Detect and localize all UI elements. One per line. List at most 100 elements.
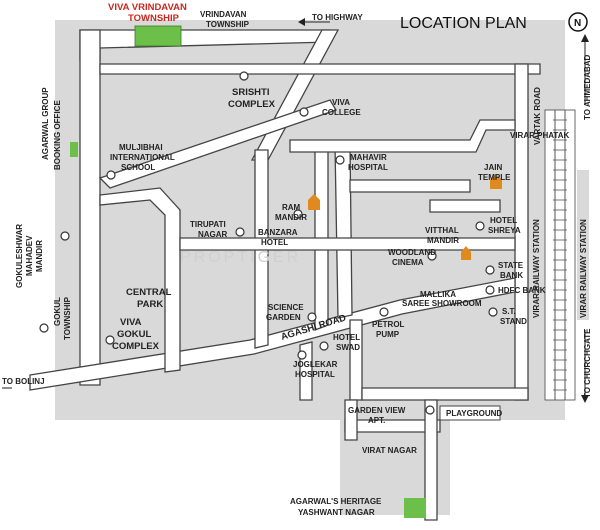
- mid-cross-road: [179, 237, 516, 251]
- label-swad-1: HOTEL: [333, 333, 360, 342]
- label-muljibhai-2: INTERNATIONAL: [110, 153, 175, 162]
- label-ram-mandir-2: MANDIR: [275, 213, 307, 222]
- label-ram-mandir-1: RAM: [282, 203, 301, 212]
- label-joglekar-2: HOSPITAL: [295, 370, 335, 379]
- label-petrol-1: PETROL: [372, 320, 405, 329]
- pin-st-stand: [488, 307, 498, 317]
- pin-mahavir: [335, 155, 345, 165]
- label-petrol-2: PUMP: [376, 330, 400, 339]
- garden-view-road: [344, 399, 358, 441]
- watermark: PROPTIGER: [180, 249, 301, 266]
- label-gokuleshwar-3: MANDIR: [35, 240, 44, 272]
- label-state-bank-2: BANK: [500, 271, 523, 280]
- label-mallika-1: MALLIKA: [420, 290, 456, 299]
- label-srishti-1: SRISHTI: [232, 87, 269, 98]
- direction-markers: TO HIGHWAY TO AHMEDABAD TO CHURCHGATE TO…: [2, 13, 592, 403]
- pin-muljibhai: [106, 170, 116, 180]
- label-viva-college-1: VIVA: [332, 98, 350, 107]
- diagonal-road: [98, 99, 337, 189]
- south-road-a: [349, 319, 363, 401]
- label-tirupati-1: TIRUPATI: [190, 220, 226, 229]
- station-label-west: VIRAR RAILWAY STATION: [532, 219, 541, 318]
- upper-cross-road: [99, 63, 541, 75]
- label-garden-view-1: GARDEN VIEW: [348, 406, 406, 415]
- railway-corridor: [544, 109, 576, 401]
- label-to-bolinj: TO BOLINJ: [2, 377, 45, 386]
- pin-science-garden: [307, 312, 317, 322]
- label-banzara-1: BANZARA: [258, 228, 298, 237]
- label-agarwal-booking-1: AGARWAL GROUP: [41, 87, 50, 160]
- label-viva-gokul-3: COMPLEX: [112, 341, 160, 352]
- label-to-churchgate: TO CHURCHGATE: [583, 328, 592, 398]
- upper-right-road: [289, 119, 516, 153]
- label-agarwal-booking-2: BOOKING OFFICE: [53, 100, 62, 170]
- label-st-stand-1: S.T.: [502, 307, 516, 316]
- label-virat-nagar: VIRAT NAGAR: [362, 446, 417, 455]
- project-site-marker: [134, 25, 182, 47]
- pin-petrol: [379, 307, 389, 317]
- central-park-road: [99, 187, 181, 373]
- label-tirupati-2: NAGAR: [198, 230, 228, 239]
- label-hotel-shreya-2: SHREYA: [488, 226, 521, 235]
- jain-temple-icon: [490, 174, 502, 189]
- label-vrindavan-1: VRINDAVAN: [200, 10, 247, 19]
- railway: VIRAR RAILWAY STATION VIRAR RAILWAY STAT…: [530, 109, 589, 401]
- label-st-stand-2: STAND: [500, 317, 527, 326]
- label-state-bank-1: STATE: [498, 261, 524, 270]
- south-cross-road: [361, 387, 529, 401]
- pin-gokul-township: [39, 323, 49, 333]
- ram-mandir-temple-icon: [308, 194, 320, 210]
- road-label-virar-phatak: VIRAR PHATAK: [510, 131, 569, 140]
- road-network: [29, 29, 541, 521]
- label-to-highway: TO HIGHWAY: [312, 13, 363, 22]
- pin-hdfc: [485, 285, 495, 295]
- label-hotel-shreya-1: HOTEL: [490, 216, 517, 225]
- label-to-ahmedabad: TO AHMEDABAD: [583, 54, 592, 120]
- label-srishti-2: COMPLEX: [228, 99, 276, 110]
- label-vrindavan-2: TOWNSHIP: [206, 20, 250, 29]
- landmark-pins: [39, 71, 498, 415]
- platform-east: [577, 170, 589, 320]
- label-mahavir-1: MAHAVIR: [350, 153, 387, 162]
- label-gokul-township-2: TOWNSHIP: [63, 296, 72, 340]
- heritage-site-marker: [404, 498, 426, 518]
- label-gokuleshwar-2: MAHADEV: [25, 235, 34, 276]
- temple-road: [349, 179, 471, 193]
- label-muljibhai-1: MULJIBHAI: [119, 143, 163, 152]
- label-heritage-1: AGARWAL'S HERITAGE: [290, 497, 382, 506]
- label-gokuleshwar-1: GOKULESHWAR: [15, 224, 24, 288]
- pin-joglekar: [297, 350, 307, 360]
- label-playground: PLAYGROUND: [446, 409, 502, 418]
- pin-hotel-shreya: [475, 221, 485, 231]
- label-central-park-2: PARK: [137, 299, 163, 310]
- label-joglekar-1: JOGLEKAR: [293, 360, 338, 369]
- label-science-2: GARDEN: [266, 313, 301, 322]
- label-jain-1: JAIN: [484, 163, 502, 172]
- north-symbol: N: [574, 18, 581, 29]
- landmark-labels: VRINDAVAN TOWNSHIP SRISHTI COMPLEX VIVA …: [15, 10, 546, 517]
- agashi-road: [29, 277, 516, 391]
- label-central-park-1: CENTRAL: [126, 287, 172, 298]
- pin-srishti: [239, 71, 249, 81]
- label-gokul-township-1: GOKUL: [53, 297, 62, 326]
- yashwant-nagar-road: [424, 399, 438, 521]
- project-name-line1: VIVA VRINDAVAN: [108, 2, 187, 13]
- label-woodland-2: CINEMA: [392, 258, 424, 267]
- label-mallika-2: SAREE SHOWROOM: [402, 299, 482, 308]
- label-swad-2: SWAD: [336, 343, 360, 352]
- playground-box: [439, 405, 501, 421]
- label-viva-gokul-1: VIVA: [120, 317, 142, 328]
- label-banzara-2: HOTEL: [261, 238, 288, 247]
- platform-west: [530, 170, 542, 320]
- label-viva-college-2: COLLEGE: [322, 108, 361, 117]
- pin-woodland: [427, 251, 437, 261]
- vitthal-mandir-temple-icon: [461, 246, 471, 260]
- label-vitthal-2: MANDIR: [427, 236, 459, 245]
- project-name-line2: TOWNSHIP: [128, 13, 180, 24]
- label-vitthal-1: VITTHAL: [425, 226, 459, 235]
- label-mahavir-2: HOSPITAL: [348, 163, 388, 172]
- label-viva-gokul-2: GOKUL: [117, 329, 152, 340]
- label-woodland-1: WOODLAND: [388, 248, 436, 257]
- pin-hotel-swad: [319, 341, 329, 351]
